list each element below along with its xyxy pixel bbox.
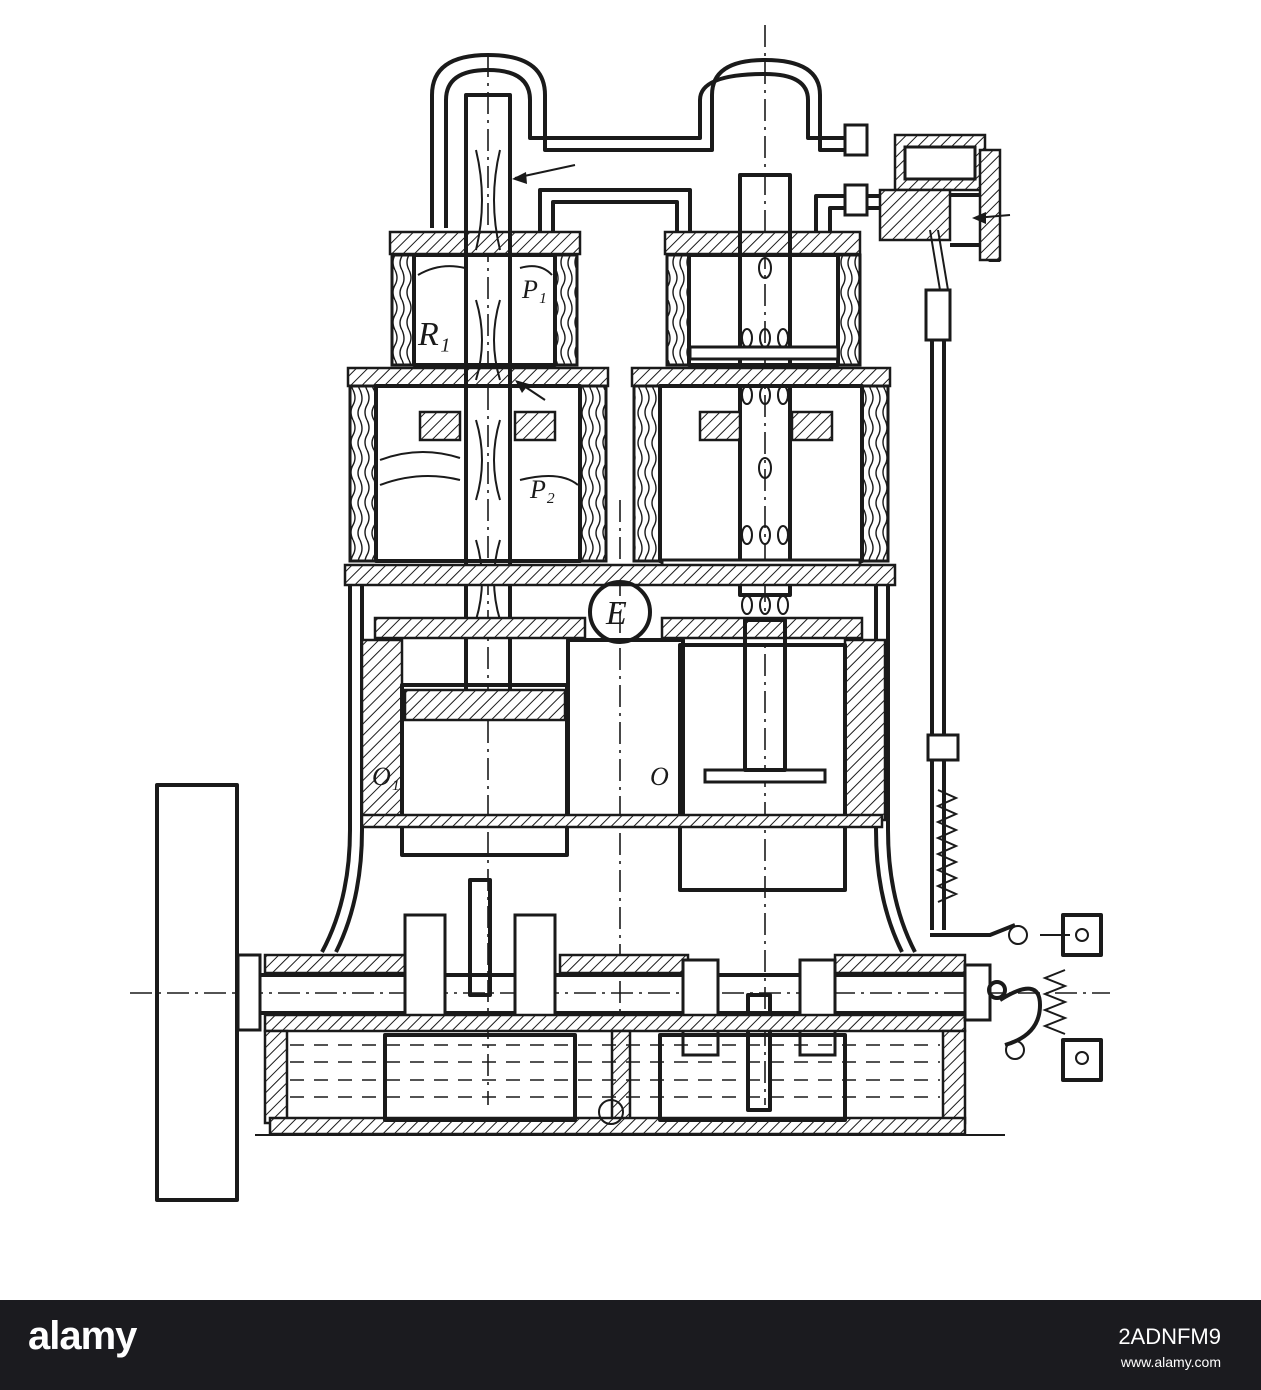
label-o1: O₁	[372, 762, 400, 791]
label-p2: P₂	[529, 475, 555, 504]
left-piston-rod	[464, 93, 576, 697]
stock-photo-url: www.alamy.com	[1120, 1354, 1221, 1370]
steam-passages	[430, 53, 880, 232]
image-id: 2ADNFM9	[1118, 1324, 1221, 1349]
crankshaft-and-oil-sump	[236, 878, 1005, 1136]
inlet-valve-housing	[843, 123, 1011, 291]
engine-diagram-svg: R₁ P₁ P₂ E O₁ O	[130, 25, 1110, 1202]
label-p1: P₁	[521, 275, 547, 304]
label-r1: R₁	[417, 316, 451, 353]
watermark-footer: alamy 2ADNFM9 www.alamy.com	[0, 1300, 1261, 1390]
flywheel	[155, 783, 239, 1202]
crankcase-frame	[320, 563, 917, 953]
left-middle-cylinder	[346, 366, 610, 563]
governor-rod	[924, 288, 960, 930]
governor-mechanism	[930, 913, 1103, 1082]
label-e: E	[605, 595, 627, 632]
left-upper-cylinder	[388, 230, 582, 367]
brand-logo: alamy	[28, 1314, 137, 1358]
right-middle-cylinder	[630, 366, 892, 576]
label-o: O	[650, 762, 669, 791]
engine-cross-section-drawing: R₁ P₁ P₂ E O₁ O	[130, 25, 1110, 1202]
